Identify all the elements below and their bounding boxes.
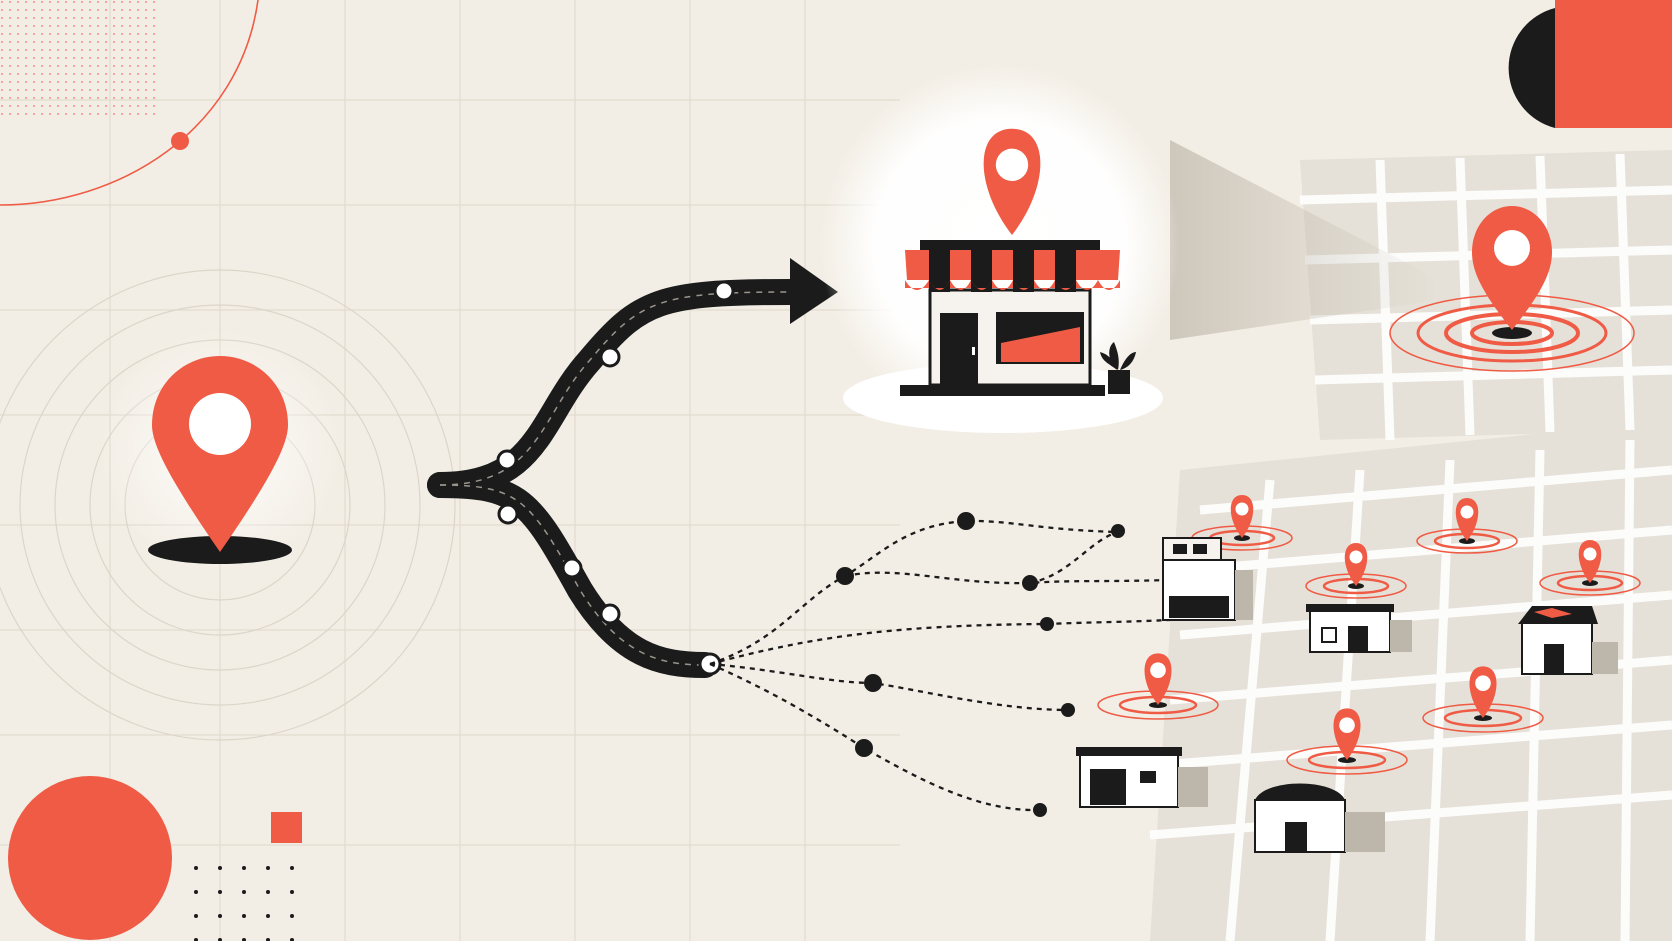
building — [1254, 783, 1385, 853]
accent-square-top-right — [1555, 0, 1672, 128]
target-pin — [1389, 206, 1635, 372]
accent-circle-bottom-left — [8, 776, 172, 940]
orbit-arc-top-left — [0, 0, 259, 206]
building — [1162, 537, 1253, 621]
building — [1306, 604, 1412, 653]
orbit-dot-top-left — [171, 132, 189, 150]
cluster-pin — [1305, 543, 1407, 599]
branch-nodes — [836, 512, 1125, 817]
store-awning — [905, 250, 1120, 292]
cluster-buildings — [1076, 537, 1618, 853]
accent-square-small — [271, 812, 302, 843]
cluster-pin — [1539, 540, 1641, 596]
building — [1076, 747, 1208, 808]
dot-texture-top-left — [0, 0, 160, 115]
cluster-pin — [1422, 666, 1544, 733]
cluster-pin — [1097, 653, 1219, 720]
potted-plant-icon — [1100, 342, 1136, 394]
cluster-pin — [1286, 708, 1408, 775]
storefront — [820, 65, 1180, 433]
building — [1518, 606, 1618, 675]
half-circle-black — [1508, 8, 1555, 128]
route-waypoints — [496, 280, 735, 676]
cluster-pin — [1416, 498, 1518, 554]
dot-grid-bottom-left — [176, 864, 306, 941]
store-pin-icon — [983, 128, 1041, 235]
store-door — [940, 313, 978, 385]
origin-pin — [148, 356, 292, 564]
route-arrowhead — [790, 258, 838, 324]
map-pin-icon — [1472, 206, 1552, 330]
light-beam — [1170, 140, 1440, 340]
